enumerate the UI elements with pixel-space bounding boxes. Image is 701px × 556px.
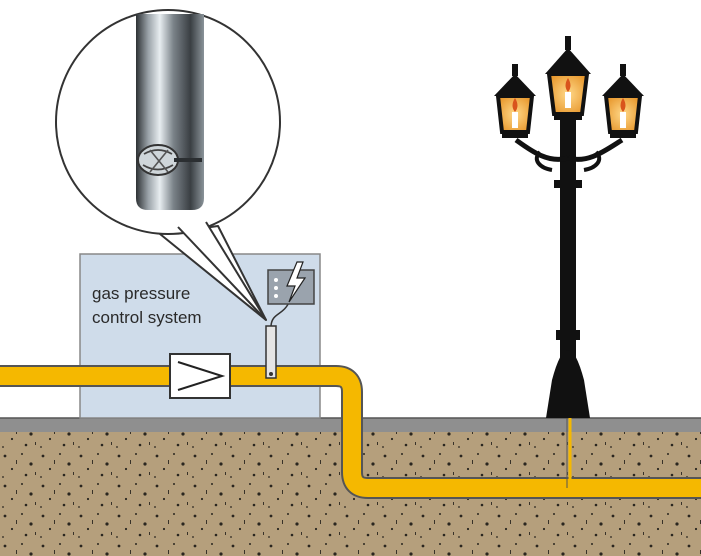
- label-line-2: control system: [92, 308, 202, 327]
- control-system-label: gas pressure control system: [92, 282, 292, 330]
- probe-closeup: [136, 14, 204, 210]
- flow-meter-icon: [169, 353, 231, 399]
- street-lamp-icon: [494, 36, 644, 418]
- label-line-1: gas pressure: [92, 284, 191, 303]
- lightning-icon: [286, 261, 307, 303]
- control-unit-icon: [267, 261, 315, 305]
